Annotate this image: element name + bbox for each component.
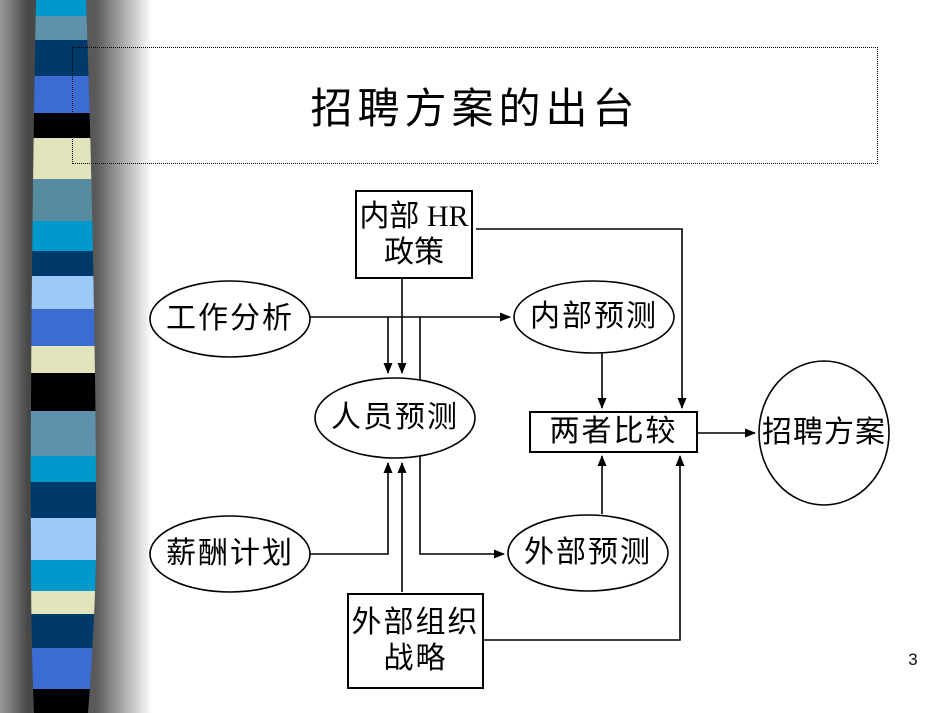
external-forecast-label: 外部预测: [524, 536, 652, 569]
comparison-label: 两者比较: [549, 415, 678, 448]
tie-band: [30, 482, 97, 519]
tie-band: [30, 560, 97, 592]
external-org-strategy-box[interactable]: [347, 593, 484, 689]
internal-hr-policy-label: 内部 HR 政策: [356, 191, 472, 278]
connector-personnel-to-external-forecast: [419, 455, 505, 559]
tie-band: [30, 373, 97, 412]
external-forecast-ellipse[interactable]: [507, 514, 669, 592]
connector-strategy-to-comparison: [483, 455, 685, 641]
tie-band: [30, 179, 97, 222]
tie-band: [30, 614, 97, 649]
tie-band: [30, 689, 97, 713]
title-placeholder[interactable]: 招聘方案的出台: [72, 47, 878, 164]
tie-band: [30, 113, 97, 139]
comparison-box[interactable]: [529, 411, 698, 453]
compensation-plan-ellipse[interactable]: [149, 515, 311, 593]
page-number: 3: [908, 650, 918, 669]
tie-band: [30, 251, 97, 277]
compensation-plan-label: 薪酬计划: [166, 537, 294, 570]
internal-hr-policy-line1: 内部 HR: [359, 199, 469, 233]
internal-hr-policy-line2: 政策: [384, 235, 444, 269]
connector-compensation-to-personnel: [310, 462, 393, 555]
shapes: [149, 190, 890, 689]
tie-band: [30, 346, 97, 374]
internal-hr-policy-box[interactable]: [355, 190, 473, 279]
personnel-forecast-label: 人员预测: [331, 401, 459, 434]
connector-hr-policy-to-comparison: [476, 228, 687, 409]
tie-band: [30, 221, 97, 252]
recruitment-plan-label: 招聘方案: [762, 416, 886, 449]
job-analysis-label: 工作分析: [166, 302, 294, 335]
job-analysis-ellipse[interactable]: [149, 280, 311, 358]
tie-band: [30, 591, 97, 615]
tie-band: [30, 276, 97, 310]
tie-band: [30, 648, 97, 690]
tie-band: [30, 16, 97, 41]
internal-forecast-ellipse[interactable]: [513, 280, 675, 354]
external-org-strategy-line1: 外部组织: [351, 606, 480, 639]
recruitment-plan-circle[interactable]: [758, 360, 890, 506]
slide-title: 招聘方案的出台: [310, 87, 640, 133]
external-org-strategy-label: 外部组织 战略: [348, 594, 483, 688]
personnel-forecast-ellipse[interactable]: [314, 377, 476, 459]
tie-band: [30, 411, 97, 457]
internal-forecast-label: 内部预测: [530, 300, 658, 333]
tie-band: [30, 518, 97, 561]
tie-band: [30, 456, 97, 483]
tie-bands: [30, 0, 97, 713]
external-org-strategy-line2: 战略: [383, 642, 448, 675]
tie-band: [30, 138, 97, 180]
tie-band: [30, 40, 97, 77]
connectors: [310, 228, 756, 641]
tie-band: [30, 309, 97, 347]
tie-decoration: [30, 0, 97, 713]
tie-band: [30, 0, 97, 17]
tie-band: [30, 76, 97, 114]
